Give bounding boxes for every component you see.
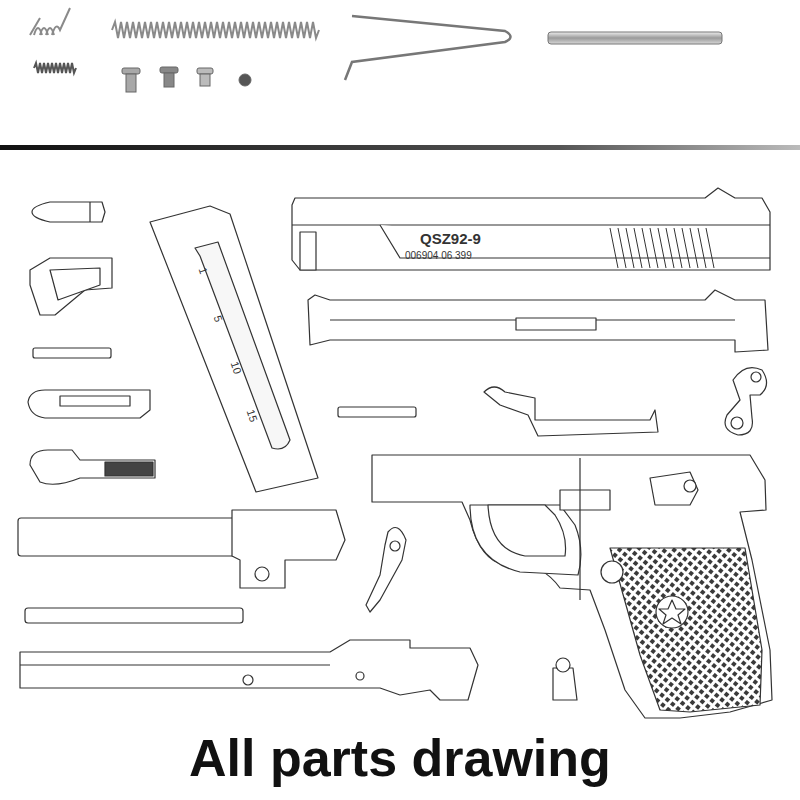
separator-bar — [0, 145, 800, 150]
slide-marking: QSZ92-9 — [420, 230, 481, 247]
caption-text: All parts drawing — [189, 728, 611, 788]
screws — [122, 67, 251, 92]
small-parts-photo — [30, 8, 511, 80]
serial-number: 006904 06 399 — [405, 250, 472, 261]
pin-photo — [548, 32, 722, 44]
line-drawings — [18, 188, 772, 718]
